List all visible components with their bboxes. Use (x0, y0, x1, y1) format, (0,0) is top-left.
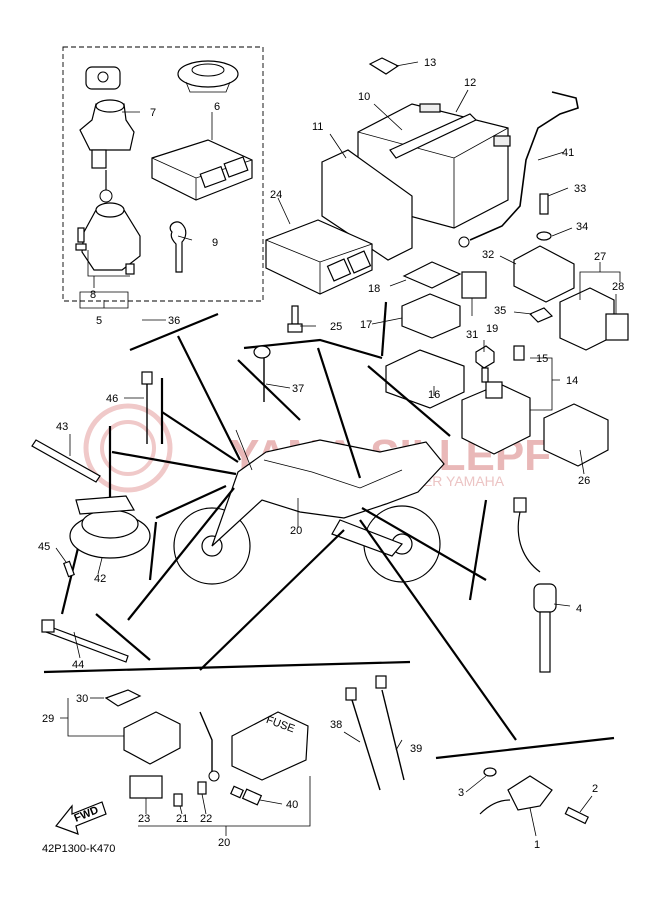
part-label-22: 22 (200, 813, 212, 825)
relay-components (385, 193, 629, 467)
part-label-35: 35 (494, 305, 506, 317)
part-label-16: 16 (428, 389, 440, 401)
part-label-34: 34 (576, 221, 588, 233)
part-label-38: 38 (330, 719, 342, 731)
label-leaders (55, 61, 621, 837)
part-label-19: 19 (486, 323, 498, 335)
part-label-41: 41 (562, 147, 574, 159)
part-label-24: 24 (270, 189, 282, 201)
part-label-37: 37 (292, 383, 304, 395)
part-label-43: 43 (56, 421, 68, 433)
part-label-30: 30 (76, 693, 88, 705)
part-label-42: 42 (94, 573, 106, 585)
ignition-switch-group (62, 46, 264, 302)
part-label-40: 40 (286, 799, 298, 811)
part-label-1: 1 (534, 839, 540, 851)
part-label-3: 3 (458, 787, 464, 799)
part-label-10: 10 (358, 91, 370, 103)
part-label-17: 17 (360, 319, 372, 331)
motorcycle-outline (173, 429, 445, 585)
part-label-11: 11 (312, 121, 323, 133)
part-label-45: 45 (38, 541, 50, 553)
part-label-27: 27 (594, 251, 606, 263)
part-label-32: 32 (482, 249, 494, 261)
part-label-21: 21 (176, 813, 188, 825)
part-label-20: 20 (290, 525, 302, 537)
part-label-44: 44 (72, 659, 84, 671)
part-label-39: 39 (410, 743, 422, 755)
part-label-33: 33 (574, 183, 586, 195)
bottom-right-parts (479, 767, 590, 825)
part-label-36: 36 (168, 315, 180, 327)
part-label-25: 25 (330, 321, 342, 333)
part-label-2: 2 (592, 783, 598, 795)
fwd-arrow-icon: FWD (55, 801, 107, 835)
left-parts (31, 371, 153, 663)
part-label-8: 8 (90, 289, 96, 301)
bottom-group: FUSE (104, 675, 405, 836)
part-number-labels: 1 2 3 4 5 6 7 8 9 10 11 12 13 14 15 16 1… (38, 57, 624, 851)
part-label-9: 9 (212, 237, 218, 249)
part-label-4: 4 (576, 603, 582, 615)
part-label-13: 13 (424, 57, 436, 69)
part-label-14: 14 (566, 375, 578, 387)
part-label-20-bottom: 20 (218, 837, 230, 849)
part-label-26: 26 (578, 475, 590, 487)
part-label-6: 6 (214, 101, 220, 113)
part-label-46: 46 (106, 393, 118, 405)
part-label-31: 31 (466, 329, 478, 341)
part-label-15: 15 (536, 353, 548, 365)
part-label-5: 5 (96, 315, 102, 327)
control-unit-24 (265, 219, 373, 333)
part-label-29: 29 (42, 713, 54, 725)
sensor-parts (253, 345, 557, 673)
part-label-18: 18 (368, 283, 380, 295)
drawing-code: 42P1300-K470 (42, 843, 115, 855)
part-label-28: 28 (612, 281, 624, 293)
harness-lines (43, 301, 615, 760)
part-label-12: 12 (464, 77, 476, 89)
part-label-7: 7 (150, 107, 156, 119)
part-label-23: 23 (138, 813, 150, 825)
battery-area (321, 57, 579, 261)
